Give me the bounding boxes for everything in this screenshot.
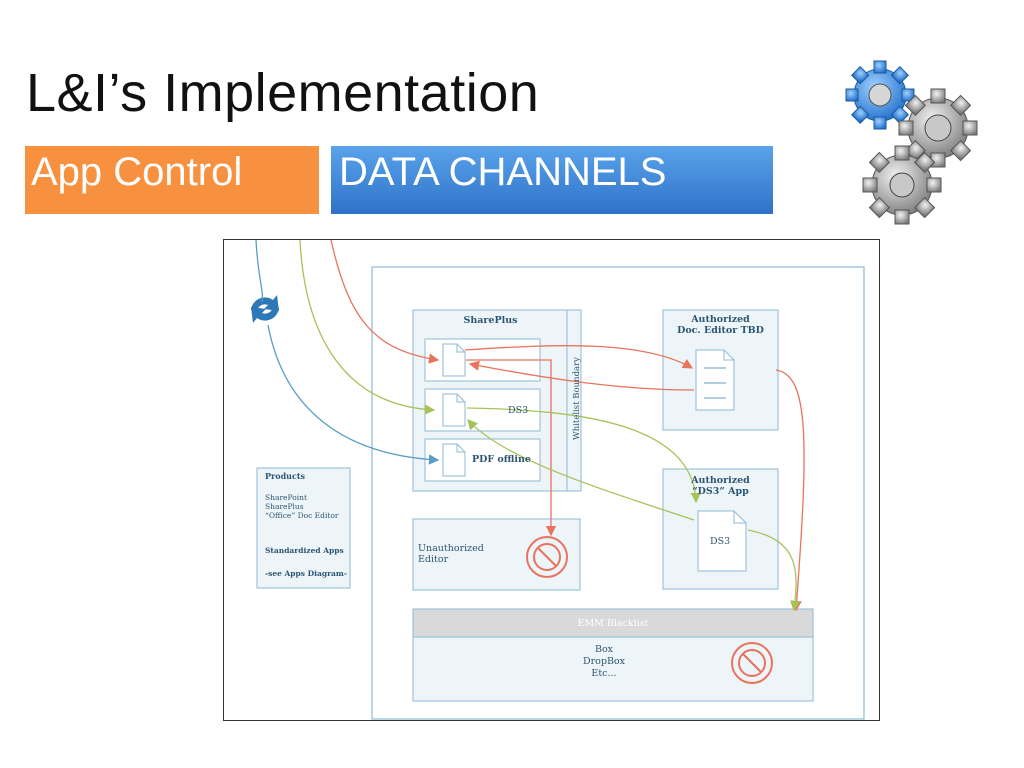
see-apps-diagram-label: -see Apps Diagram- bbox=[265, 569, 347, 578]
prohibited-icon bbox=[526, 536, 568, 578]
prohibited-icon bbox=[731, 642, 773, 684]
gears-icon bbox=[840, 50, 990, 235]
product-line: “Office” Doc Editor bbox=[265, 511, 339, 520]
blacklist-item: Box bbox=[594, 644, 614, 655]
blacklist-header: EMM Blacklist bbox=[577, 618, 649, 629]
product-line: SharePoint bbox=[265, 493, 307, 502]
authorized-ds3-doc-label: DS3 bbox=[710, 536, 731, 547]
document-icon bbox=[442, 443, 466, 477]
standardized-apps-label: Standardized Apps bbox=[265, 546, 344, 555]
data-channels-tag: DATA CHANNELS bbox=[331, 146, 773, 214]
authorized-ds3-title: Authorized “DS3” App bbox=[691, 475, 750, 497]
blacklist-header-bar bbox=[412, 608, 814, 638]
blacklist-item: DropBox bbox=[582, 656, 626, 667]
document-icon bbox=[442, 393, 466, 427]
product-line: SharePlus bbox=[265, 502, 304, 511]
slide-title: L&I’s Implementation bbox=[26, 63, 540, 123]
authorized-editor-title: Authorized Doc. Editor TBD bbox=[677, 314, 764, 336]
whitelist-boundary-bar bbox=[566, 309, 582, 492]
shareplus-title: SharePlus bbox=[463, 315, 518, 326]
document-icon bbox=[442, 343, 466, 377]
document-icon bbox=[697, 510, 747, 572]
app-control-tag: App Control bbox=[25, 146, 319, 214]
products-box bbox=[256, 467, 351, 589]
blacklist-item: Etc... bbox=[591, 668, 617, 679]
pdf-offline-label: PDF offline bbox=[472, 454, 531, 465]
data-channels-diagram: SharePlus Whitelist Boundary DS3 PDF off… bbox=[223, 239, 880, 721]
unauthorized-editor-title: Unauthorized Editor bbox=[418, 543, 484, 565]
products-heading: Products bbox=[265, 471, 306, 481]
sync-arrows-icon bbox=[251, 295, 279, 323]
whitelist-boundary-label: Whitelist Boundary bbox=[572, 357, 582, 440]
ds3-label: DS3 bbox=[508, 405, 529, 416]
document-icon bbox=[695, 349, 735, 411]
